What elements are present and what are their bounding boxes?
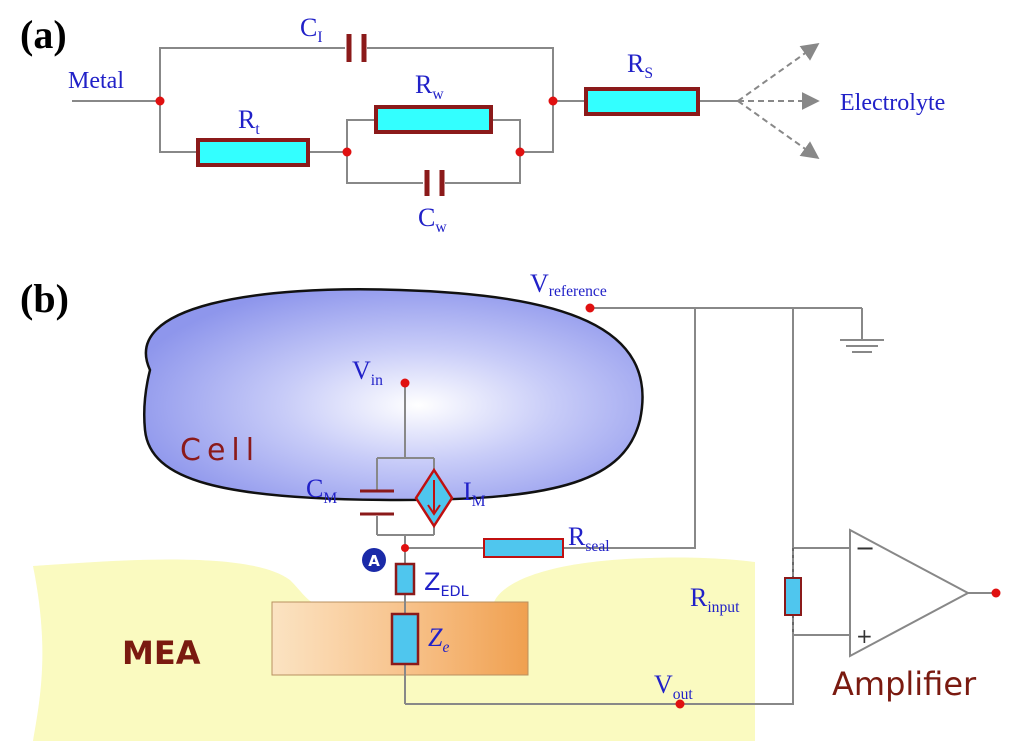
amplifier-label: Amplifier — [832, 665, 977, 703]
electrolyte-arrows — [737, 42, 820, 160]
capacitor-ci — [346, 34, 367, 62]
cell-body — [142, 288, 644, 502]
panel-a-label: (a) — [20, 12, 67, 57]
capacitor-cm — [360, 489, 394, 516]
panel-a-wires — [72, 47, 738, 184]
resistor-rinput — [784, 577, 802, 616]
resistor-rseal — [483, 538, 564, 558]
svg-text:A: A — [368, 552, 380, 570]
panel-b-nodes — [400, 303, 1001, 709]
label-rw: Rw — [415, 70, 444, 103]
label-rs: RS — [627, 49, 653, 82]
label-ze: Ze — [428, 623, 449, 656]
current-source-im — [414, 467, 454, 529]
label-vreference: Vreference — [530, 269, 607, 300]
mea-label: MEA — [122, 634, 201, 672]
panel-b: (b) MEA Cell — [20, 269, 1001, 741]
impedance-zedl — [394, 562, 416, 596]
panel-b-label: (b) — [20, 276, 69, 321]
label-zedl: ZEDL — [424, 568, 469, 600]
label-vout: Vout — [654, 670, 693, 703]
metal-label: Metal — [68, 68, 124, 94]
impedance-ze — [390, 612, 420, 666]
label-im: IM — [463, 477, 486, 510]
panel-a-nodes — [155, 96, 558, 157]
label-cw: Cw — [418, 203, 447, 236]
label-rt: Rt — [238, 105, 260, 138]
capacitor-cw — [424, 170, 445, 196]
electrolyte-label: Electrolyte — [840, 90, 945, 116]
resistor-rs — [584, 87, 700, 116]
amplifier-triangle — [849, 528, 971, 658]
label-rseal: Rseal — [568, 522, 610, 555]
label-rinput: Rinput — [690, 583, 740, 616]
amp-plus: + — [856, 624, 873, 648]
ground-symbol — [840, 339, 884, 353]
node-a-badge: A — [362, 548, 386, 572]
amp-minus: − — [855, 534, 875, 562]
resistor-rt — [196, 138, 310, 167]
panel-a: (a) — [20, 12, 945, 236]
label-vin: Vin — [352, 356, 383, 389]
cell-label: Cell — [180, 433, 260, 468]
label-cm: CM — [306, 474, 337, 507]
resistor-rw — [374, 105, 493, 134]
label-ci: CI — [300, 13, 323, 46]
